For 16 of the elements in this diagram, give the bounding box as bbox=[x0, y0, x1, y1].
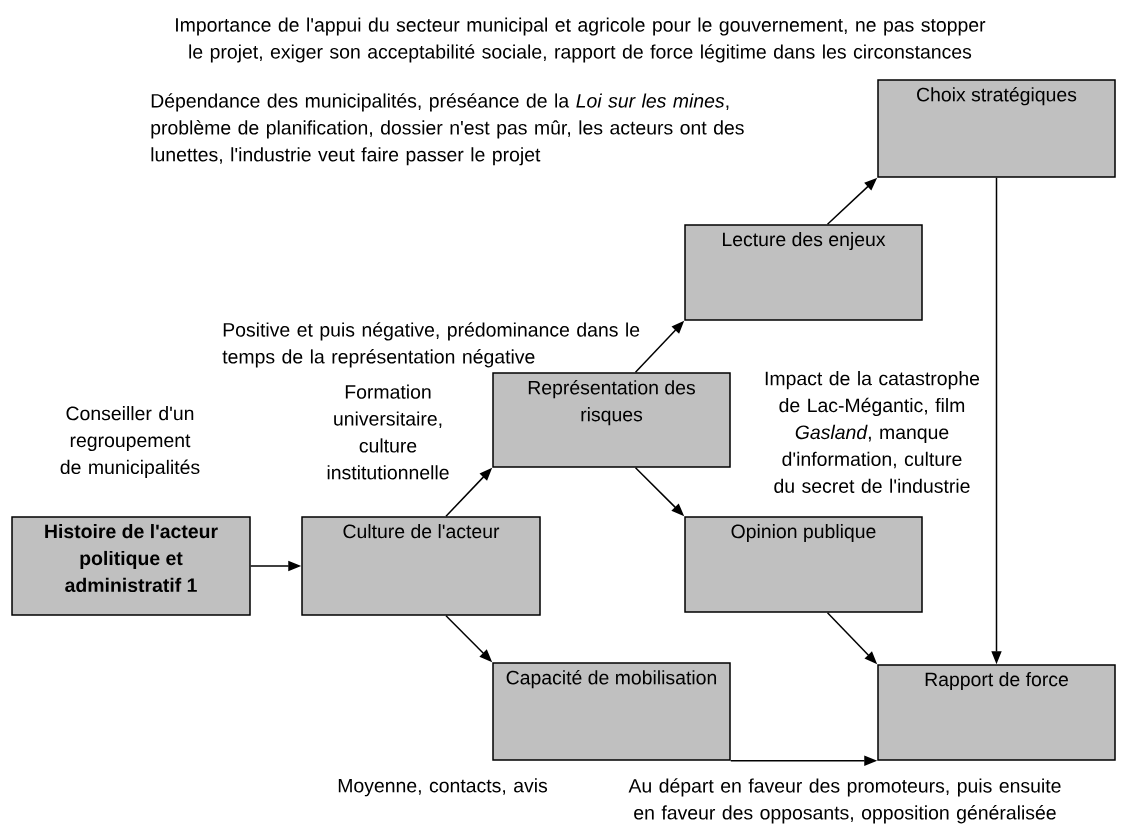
process-box: Opinion publique bbox=[684, 516, 923, 613]
annotation-text: Impact de la catastrophe de Lac-Mégantic, film Gasland, manque d'information, culture du secret de l'industrie bbox=[765, 371, 980, 493]
annotation-text: Conseiller d'un regroupement de municipalités bbox=[60, 406, 200, 478]
process-box: Choix stratégiques bbox=[877, 79, 1116, 178]
annotation-text: Dépendance des municipalités, préséance de la Loi sur les mines, problème de planification, dossier n'est pas mûr, les acteurs ont des lunettes, l'industrie veut faire passer le projet bbox=[151, 93, 744, 166]
process-box: Culture de l'acteur bbox=[301, 516, 541, 616]
annotation-text: Formation universitaire, culture institutionnelle bbox=[327, 384, 449, 480]
annotation-text: Au départ en faveur des promoteurs, puis ensuite en faveur des opposants, opposition généralisée bbox=[628, 778, 1061, 824]
process-box: Lecture des enjeux bbox=[684, 224, 923, 321]
process-box: Capacité de mobilisation bbox=[492, 662, 731, 761]
process-box: Histoire de l'acteur politique et administratif 1 bbox=[11, 516, 251, 616]
annotation-text: Moyenne, contacts, avis bbox=[338, 778, 548, 797]
annotation-text: Importance de l'appui du secteur municipal et agricole pour le gouvernement, ne pas stopper le projet, exiger son acceptabilité sociale, rapport de force légitime dans les circonstances bbox=[176, 17, 986, 63]
process-box: Rapport de force bbox=[877, 664, 1116, 761]
annotation-text: Positive et puis négative, prédominance dans le temps de la représentation négative bbox=[222, 322, 640, 368]
process-box: Représentation des risques bbox=[492, 372, 731, 468]
